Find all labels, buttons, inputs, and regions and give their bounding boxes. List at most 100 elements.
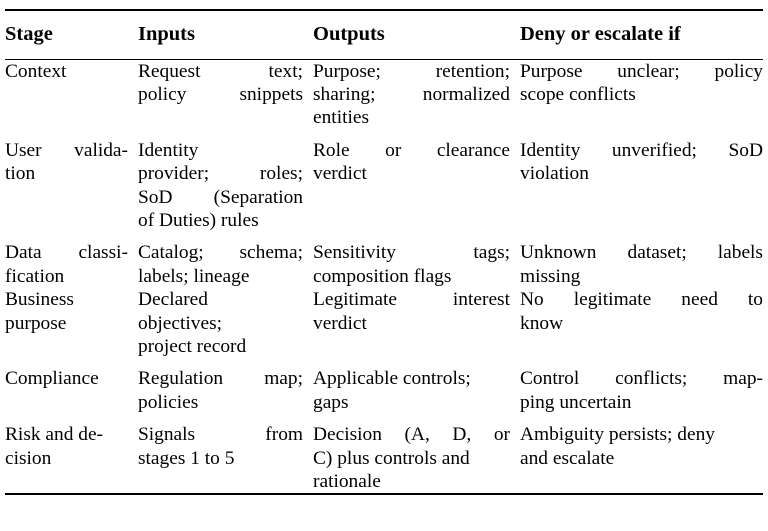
text-line: SoD(Separation — [138, 186, 303, 208]
text-line: cision — [5, 447, 52, 469]
text-line: Ambiguity persists; deny — [520, 424, 715, 446]
spacer-cell — [138, 232, 313, 241]
stage-requirements-table: Stage Inputs Outputs Deny or escalate if — [5, 11, 763, 59]
spacer-cell — [138, 358, 313, 367]
column-header-outputs: Outputs — [313, 23, 385, 45]
table-cell-inputs: Catalog;schema;labels; lineage — [138, 241, 313, 288]
text-line: labels; lineage — [138, 265, 250, 287]
text-line: entities — [313, 107, 370, 129]
text-line: composition flags — [313, 265, 452, 287]
text-line: of Duties) rules — [138, 209, 259, 231]
text-line: Context — [5, 60, 67, 82]
table-bottom-rule — [5, 493, 763, 496]
table-cell-stage: Context — [5, 60, 138, 130]
spacer-cell — [313, 130, 520, 139]
text-line: Business — [5, 289, 74, 311]
text-line: violation — [520, 163, 589, 185]
row-spacer — [5, 358, 763, 367]
text-line: and escalate — [520, 447, 615, 469]
table-cell-outputs: Applicable controls;gaps — [313, 367, 520, 414]
text-line: ping uncertain — [520, 391, 632, 413]
text-line: verdict — [313, 163, 367, 185]
text-line: Applicable controls; — [313, 368, 471, 390]
row-spacer — [5, 232, 763, 241]
spacer-cell — [313, 414, 520, 423]
spacer-cell — [138, 130, 313, 139]
column-header-stage: Stage — [5, 23, 53, 45]
table-header-rule — [5, 58, 763, 60]
spacer-cell — [5, 414, 138, 423]
text-line: know — [520, 312, 564, 334]
spacer-cell — [520, 232, 763, 241]
spacer-cell — [520, 414, 763, 423]
text-line: missing — [520, 265, 581, 287]
text-line: Risk and de- — [5, 424, 104, 446]
table-top-rule — [5, 9, 763, 11]
text-line: objectives; — [138, 312, 223, 334]
table-cell-stage: Risk and de-cision — [5, 423, 138, 493]
text-line: Catalog;schema; — [138, 242, 303, 264]
text-line: sharing;normalized — [313, 83, 510, 105]
text-line: Decision(A,D,or — [313, 424, 510, 446]
cell-content: Risk and de-cision — [5, 423, 138, 470]
text-line: stages 1 to 5 — [138, 447, 235, 469]
cell-content: Compliance — [5, 367, 138, 390]
spacer-cell — [5, 358, 138, 367]
text-line: Compliance — [5, 368, 99, 390]
cell-content: Applicable controls;gaps — [313, 367, 520, 414]
text-line: tion — [5, 163, 36, 185]
text-line: gaps — [313, 391, 349, 413]
spacer-cell — [520, 130, 763, 139]
text-line: policies — [138, 391, 199, 413]
text-line: C) plus controls and — [313, 447, 470, 469]
text-line: rationale — [313, 471, 381, 492]
text-line: project record — [138, 335, 247, 357]
spacer-cell — [520, 358, 763, 367]
spacer-cell — [313, 232, 520, 241]
text-line: Declared — [138, 289, 208, 311]
booktabs-table: Stage Inputs Outputs Deny or escalate if… — [5, 9, 763, 496]
text-line: fication — [5, 265, 65, 287]
